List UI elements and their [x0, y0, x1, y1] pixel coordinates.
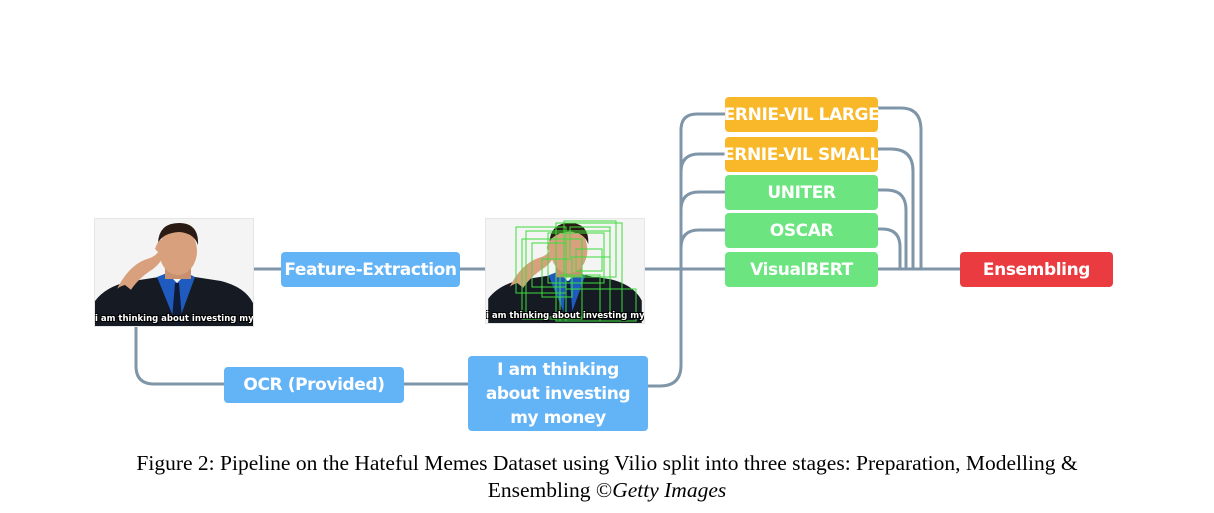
- ernie-vil-large-node: ERNIE-VIL LARGE: [724, 97, 880, 132]
- feature-box: [525, 230, 611, 318]
- man-figure: [95, 223, 253, 326]
- feature-extraction-node: Feature-Extraction: [281, 252, 460, 287]
- feature-box: [541, 258, 573, 298]
- meme-caption: i am thinking about investing my money: [486, 311, 645, 321]
- feature-box: [575, 248, 603, 272]
- figure-caption-credit: Getty Images: [612, 478, 727, 502]
- feature-bounding-boxes: [515, 220, 637, 322]
- connector-oscar-out: [876, 227, 902, 271]
- ensembling-node: Ensembling: [960, 252, 1113, 287]
- connector-branch-oscar: [679, 228, 727, 250]
- figure-caption: Figure 2: Pipeline on the Hateful Memes …: [0, 450, 1214, 504]
- connector-ernie-large-out: [876, 106, 923, 271]
- meme-image: i am thinking about investing my money: [94, 218, 254, 327]
- connector-branch-uniter: [679, 190, 727, 212]
- figure-caption-ensembling: Ensembling ©: [487, 478, 613, 502]
- visualbert-node: VisualBERT: [725, 252, 878, 287]
- connector-meme-to-ocr: [134, 323, 226, 386]
- ocr-text-node: I am thinking about investing my money: [468, 356, 648, 431]
- connector-ernie-small-out: [876, 147, 915, 271]
- connector-uniter-out: [876, 188, 908, 271]
- figure-caption-line1: Figure 2: Pipeline on the Hateful Memes …: [136, 451, 1078, 475]
- ocr-node: OCR (Provided): [224, 367, 404, 403]
- feature-box: [563, 220, 617, 278]
- feature-box: [547, 232, 605, 284]
- detected-meme-image: i am thinking about investing my money: [485, 218, 645, 324]
- oscar-node: OSCAR: [725, 213, 878, 248]
- connector-branch-ernie-small: [679, 152, 727, 174]
- meme-caption: i am thinking about investing my money: [95, 314, 254, 324]
- feature-box: [565, 288, 637, 322]
- figure-caption-line2: Ensembling ©Getty Images: [0, 477, 1214, 504]
- uniter-node: UNITER: [725, 175, 878, 210]
- ernie-vil-small-node: ERNIE-VIL SMALL: [723, 137, 880, 172]
- feature-box: [531, 242, 567, 288]
- man-figure: [488, 222, 642, 323]
- feature-box: [521, 238, 583, 320]
